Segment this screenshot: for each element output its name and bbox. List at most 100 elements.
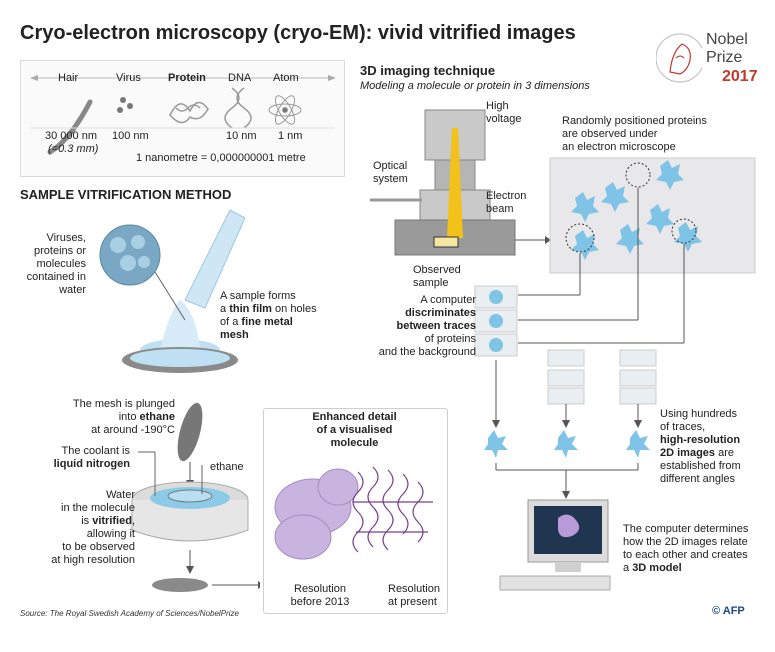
atom-icon (268, 95, 302, 125)
hundreds-high-resolution: high-resolution (660, 434, 741, 446)
water-line5: to be observed (62, 541, 135, 553)
hundreds-line5: established from (660, 460, 741, 472)
electron-microscope-icon (394, 109, 516, 256)
model-a: a (623, 562, 633, 574)
computer-line5: and the background (378, 346, 476, 358)
scale-label-virus: Virus (116, 72, 141, 84)
scale-label-dna: DNA (228, 72, 252, 84)
present-line1: Resolution (388, 583, 440, 595)
hundreds-are: are (715, 447, 734, 459)
random-line2: are observed under (562, 128, 658, 140)
hundreds-traces-label: Using hundreds of traces, high-resolutio… (660, 408, 741, 486)
random-line1: Randomly positioned proteins (562, 115, 707, 127)
observed-sample-slot (433, 236, 459, 248)
computer-line3: between traces (396, 320, 476, 332)
water-line2: in the molecule (61, 502, 135, 514)
sample-forms-a: a (220, 303, 230, 315)
model-3d: 3D model (632, 562, 682, 574)
plunged-ethane: ethane (139, 411, 175, 423)
before-line1: Resolution (294, 583, 346, 595)
observed-sample-label: Observed sample (413, 264, 461, 290)
sample-forms-line1: A sample forms (220, 290, 296, 302)
computer-line4: of proteins (424, 333, 476, 345)
sample-forms-label: A sample forms a thin film on holes of a… (220, 290, 317, 342)
electron-beam-label: Electron beam (486, 190, 526, 216)
protein-icon (169, 101, 209, 124)
scale-note-hair: (=0.3 mm) (48, 143, 99, 155)
model-line2: how the 2D images relate (623, 536, 748, 548)
computer-line1: A computer (420, 294, 476, 306)
scale-size-hair: 30 000 nm (45, 130, 97, 142)
plunged-mesh-icon (177, 402, 203, 462)
resolution-present-label: Resolution at present (388, 583, 440, 609)
before-line2: before 2013 (290, 596, 350, 608)
3d-model-label: The computer determines how the 2D image… (623, 523, 748, 575)
water-label: Water in the molecule is vitrified, allo… (20, 489, 135, 567)
afp-credit: © AFP (712, 605, 745, 617)
water-comma: , (131, 515, 135, 527)
enhanced-title-line2: of a visualised (316, 424, 393, 436)
water-line3: is vitrified, (20, 515, 135, 528)
nobel-year: 2017 (722, 68, 758, 85)
computer-discriminates-label: A computer discriminates between traces … (356, 294, 476, 359)
computer-icon (499, 499, 611, 591)
hundreds-line1: Using hundreds (660, 408, 738, 420)
nobel-prize-logo: Nobel Prize 2017 (656, 26, 758, 92)
ethane-label: ethane (210, 461, 244, 473)
imaging-heading: 3D imaging technique (360, 63, 496, 78)
computer-discriminates: discriminates (405, 307, 476, 319)
optical-line1: Optical (373, 160, 408, 172)
high-voltage-line1: High (486, 100, 509, 112)
high-voltage-line2: voltage (486, 113, 522, 125)
sample-forms-thin-film: thin film (229, 303, 272, 315)
model-line3: to each other and creates (623, 549, 748, 561)
plunged-into: into (118, 411, 140, 423)
nobel-word: Nobel (706, 31, 748, 48)
imaging-subheading: Modeling a molecule or protein in 3 dime… (360, 80, 590, 92)
plunged-label: The mesh is plunged into ethane at aroun… (40, 398, 175, 437)
electron-line2: beam (486, 203, 514, 215)
random-line3: an electron microscope (562, 141, 676, 153)
model-line1: The computer determines (623, 523, 749, 535)
vitrification-heading: SAMPLE VITRIFICATION METHOD (20, 187, 232, 202)
observed-line2: sample (413, 277, 449, 289)
scale-label-atom: Atom (273, 72, 299, 84)
present-line2: at present (388, 596, 437, 608)
nobel-medal-icon (656, 33, 702, 83)
water-line4: allowing it (86, 528, 135, 540)
enhanced-title: Enhanced detail of a visualised molecule (263, 411, 446, 450)
observed-line1: Observed (413, 264, 461, 276)
high-voltage-label: High voltage (486, 100, 521, 126)
hair-icon (47, 99, 93, 155)
hundreds-line2: of traces, (660, 421, 706, 433)
optical-system-label: Optical system (373, 160, 408, 186)
hundreds-line6: different angles (660, 473, 736, 485)
hundreds-line4: 2D images are (660, 447, 741, 460)
plunged-line3: at around -190°C (91, 424, 175, 436)
scale-size-atom: 1 nm (278, 130, 303, 142)
viruses-label: Viruses, proteins or molecules contained… (26, 232, 86, 296)
dna-icon (224, 87, 252, 129)
2d-class-cards (547, 349, 657, 405)
molecule-comparison-graphic (274, 466, 433, 560)
scale-size-dna: 10 nm (226, 130, 257, 142)
sample-forms-mesh: mesh (220, 329, 249, 341)
coolant-liquid-nitrogen: liquid nitrogen (53, 458, 130, 470)
resolution-before-label: Resolution before 2013 (285, 583, 355, 609)
page-title: Cryo-electron microscopy (cryo-EM): vivi… (20, 22, 576, 44)
water-line6: at high resolution (51, 554, 135, 566)
plunged-line2: into ethane (40, 411, 175, 424)
vitrification-graphics (99, 209, 260, 592)
enhanced-title-line1: Enhanced detail (312, 411, 397, 423)
prize-word: Prize (706, 49, 743, 66)
low-resolution-molecule (274, 468, 359, 560)
random-proteins-label: Randomly positioned proteins are observe… (562, 115, 707, 154)
sample-forms-of-a: of a (220, 316, 242, 328)
water-line1: Water (106, 489, 135, 501)
enhanced-title-line3: molecule (330, 437, 379, 449)
pipette-icon (184, 209, 246, 309)
imaging-graphics (370, 109, 756, 591)
sample-forms-line3: of a fine metal (220, 316, 317, 329)
sample-forms-fine-metal: fine metal (241, 316, 293, 328)
optical-line2: system (373, 173, 408, 185)
